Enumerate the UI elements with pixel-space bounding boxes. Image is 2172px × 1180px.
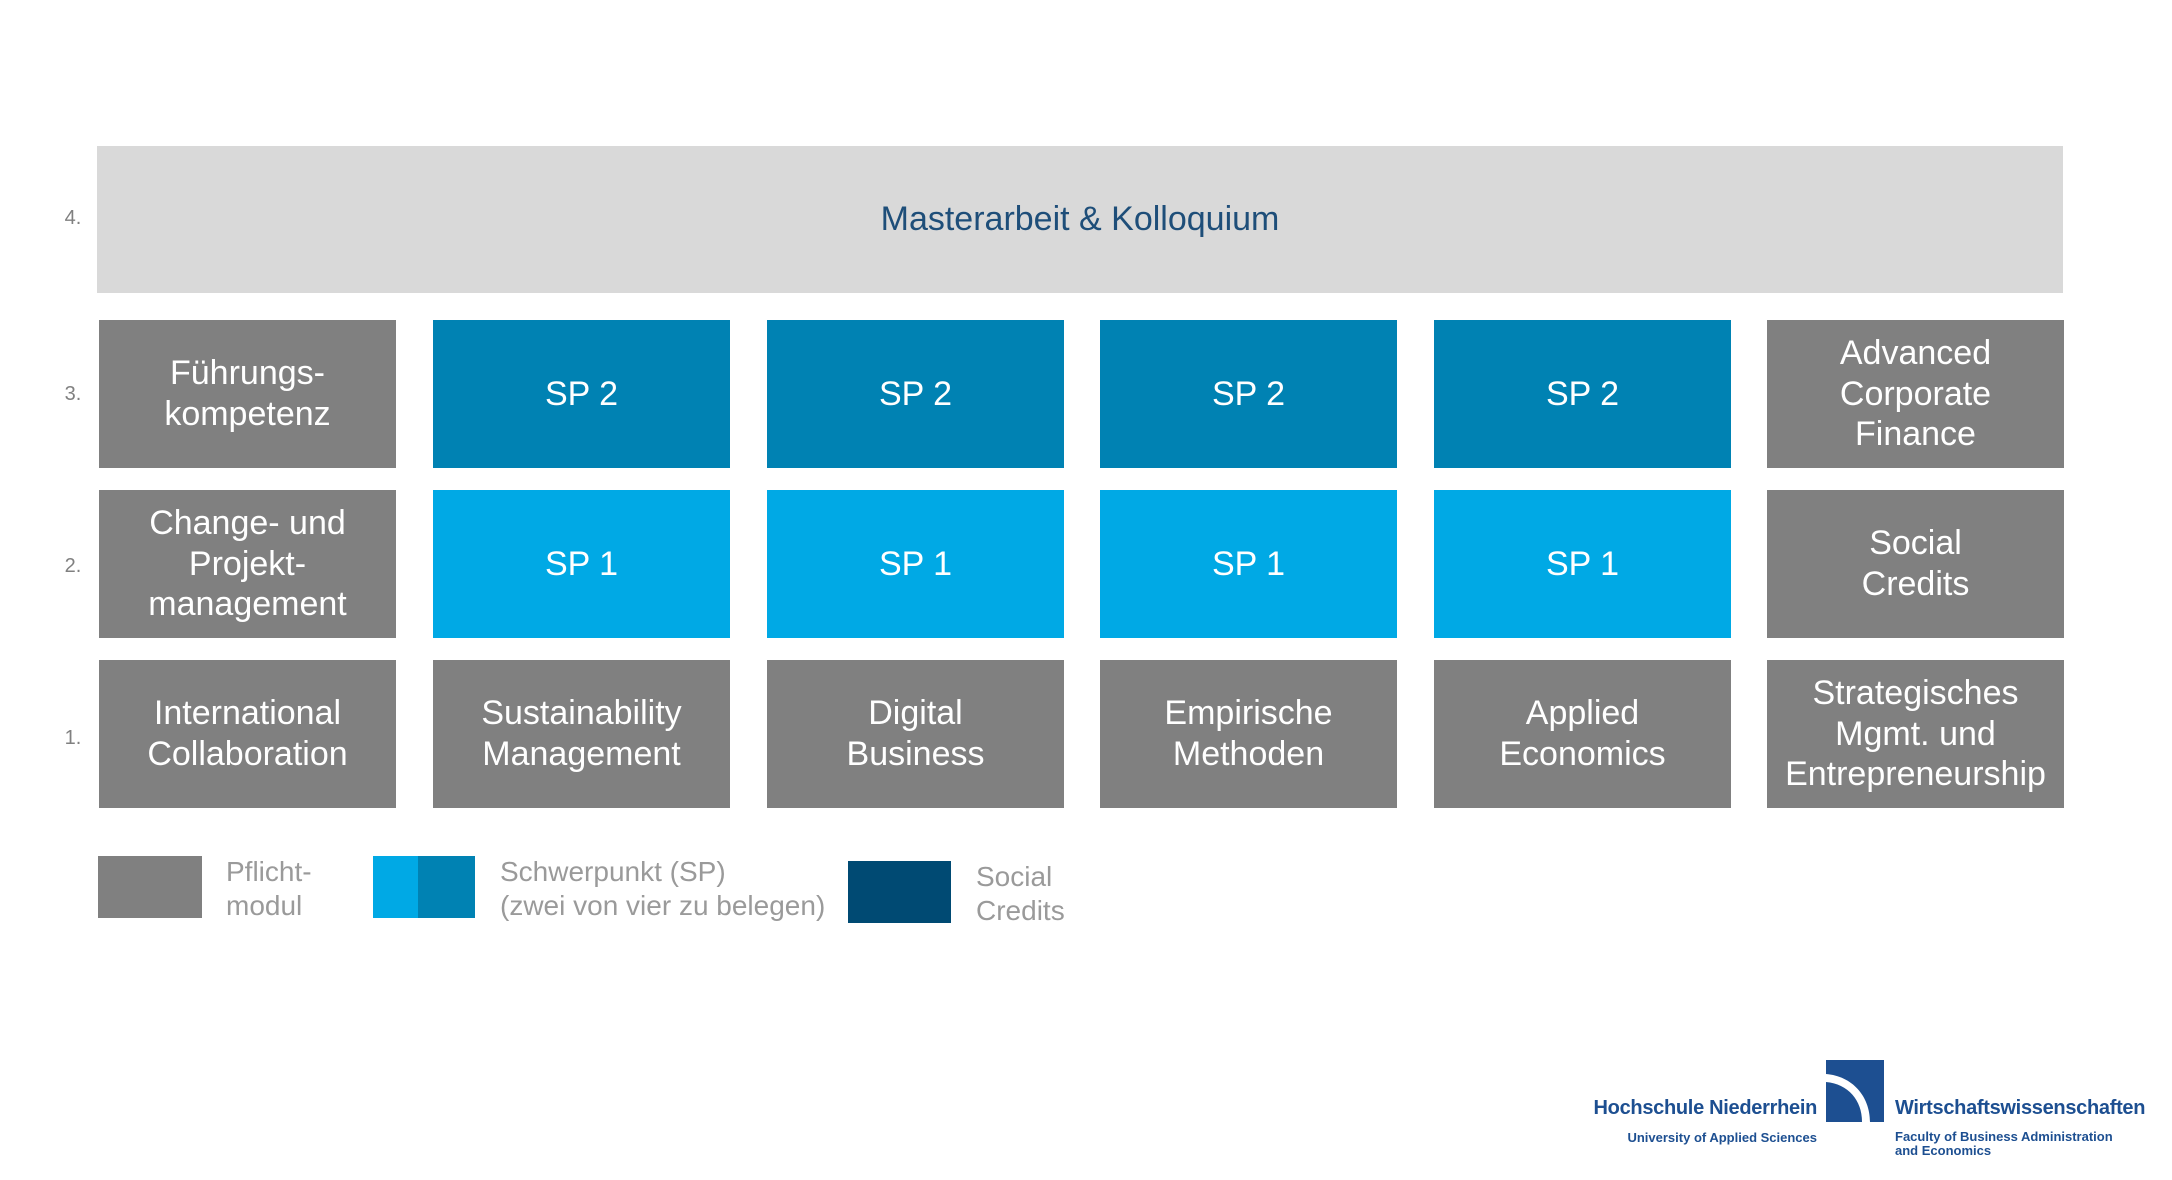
logo-faculty-subtitle: Faculty of Business Administration and E… [1895,1129,2113,1159]
semester-label-4: 4. [64,207,82,229]
module-strategisches-mgmt: Strategisches Mgmt. und Entrepreneurship [1767,660,2064,808]
semester-label-2: 2. [64,555,82,577]
module-sustainability-management: Sustainability Management [433,660,730,808]
module-sp1-d: SP 1 [1434,490,1731,638]
module-sp1-a: SP 1 [433,490,730,638]
legend-swatch-sp2 [418,856,475,918]
module-digital-business: Digital Business [767,660,1064,808]
module-applied-economics: Applied Economics [1434,660,1731,808]
thesis-box: Masterarbeit & Kolloquium [97,146,2063,293]
semester-label-1: 1. [64,727,82,749]
legend-swatch-sp1 [373,856,418,918]
module-fuehrungskompetenz: Führungs- kompetenz [99,320,396,468]
legend-label-social: Social Credits [976,861,1065,926]
module-change-projektmanagement: Change- und Projekt- management [99,490,396,638]
module-advanced-corporate-finance: Advanced Corporate Finance [1767,320,2064,468]
logo-faculty-name: Wirtschaftswissenschaften [1895,1097,2146,1119]
logo-university-name: Hochschule Niederrhein [1593,1097,1818,1119]
module-sp1-b: SP 1 [767,490,1064,638]
legend-label-schwerpunkt: Schwerpunkt (SP) (zwei von vier zu beleg… [500,856,826,921]
logo-university-subtitle: University of Applied Sciences [1627,1130,1817,1145]
legend-label-pflicht: Pflicht- modul [226,856,312,921]
legend-swatch-pflicht [98,856,202,918]
module-sp2-c: SP 2 [1100,320,1397,468]
module-sp2-d: SP 2 [1434,320,1731,468]
module-sp1-c: SP 1 [1100,490,1397,638]
module-social-credits: Social Credits [1767,490,2064,638]
university-logo-icon [1826,1060,1884,1122]
module-international-collaboration: International Collaboration [99,660,396,808]
module-empirische-methoden: Empirische Methoden [1100,660,1397,808]
semester-label-3: 3. [64,383,82,405]
module-sp2-b: SP 2 [767,320,1064,468]
module-sp2-a: SP 2 [433,320,730,468]
legend-swatch-social [848,861,951,923]
